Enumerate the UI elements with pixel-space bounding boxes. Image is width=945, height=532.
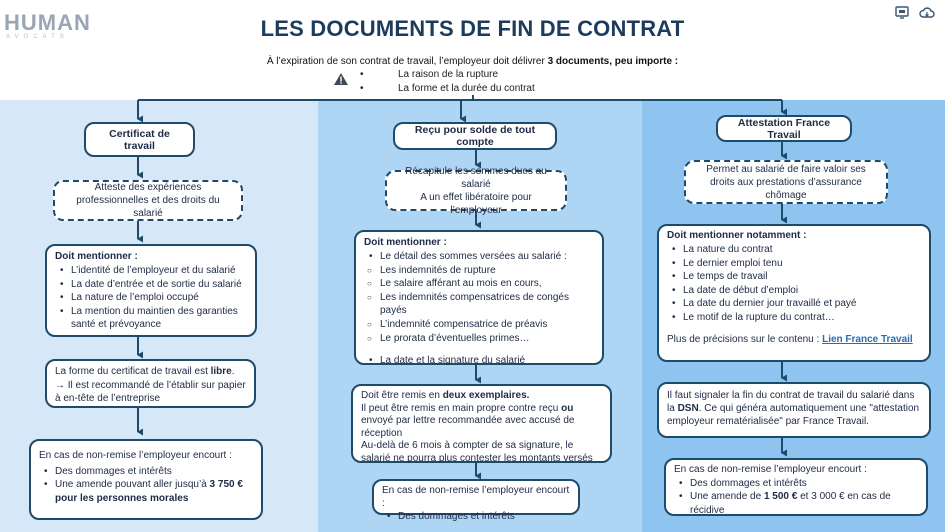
recu-remis-line1: Doit être remis en deux exemplaires. xyxy=(361,390,602,403)
list-item: Des dommages et intérêts xyxy=(674,477,918,491)
recu-header: Reçu pour solde de tout compte xyxy=(393,122,557,150)
intro-bullets: •La raison de la rupture •La forme et la… xyxy=(360,68,535,96)
list-item: Des dommages et intérêts xyxy=(382,510,570,524)
list-item: Le prorata d’éventuelles primes… xyxy=(364,332,594,346)
cloud-icon[interactable] xyxy=(919,6,935,22)
list-item: Les indemnités de rupture xyxy=(364,264,594,278)
certificat-attests-text: Atteste des expériences professionnelles… xyxy=(76,182,220,219)
toolbar-icons xyxy=(895,6,935,22)
recu-mention-list: Le détail des sommes versées au salarié … xyxy=(364,250,594,368)
intro-bullet-text: La forme et la durée du contrat xyxy=(398,83,535,94)
recu-remis-line2: Il peut être remis en main propre contre… xyxy=(361,403,602,441)
logo-sub: AVOCATS xyxy=(6,34,69,40)
certificat-forme-line1: La forme du certificat de travail est li… xyxy=(55,365,246,379)
list-item: La date de début d’emploi xyxy=(667,284,921,298)
certificat-penalty-item2-pre: Une amende pouvant aller jusqu’à xyxy=(55,479,210,491)
attestation-penalty-item2-bold: 1 500 € xyxy=(763,491,798,503)
recu-remis: Doit être remis en deux exemplaires. Il … xyxy=(351,384,612,464)
attestation-dsn-l2: . Ce qui généra automatiquement une "att… xyxy=(667,403,920,427)
page-title: LES DOCUMENTS DE FIN DE CONTRAT xyxy=(260,16,685,41)
recu-remis-bold: deux exemplaires. xyxy=(442,390,530,401)
certificat-forme-pre: La forme du certificat de travail est xyxy=(55,366,211,377)
attestation-header-label: Attestation France Travail xyxy=(737,116,831,141)
list-item: Une amende pouvant aller jusqu’à 3 750 €… xyxy=(39,478,253,505)
list-item: Une amende de 1 500 € et 3 000 € en cas … xyxy=(674,490,918,517)
recu-summary-l1: Récapitule les sommes dues au salarié xyxy=(405,165,547,190)
certificat-penalty-item2-bold: 3 750 € pour les personnes morales xyxy=(55,479,243,504)
attestation-dsn-bold: DSN xyxy=(677,403,699,414)
certificat-forme: La forme du certificat de travail est li… xyxy=(45,359,256,408)
list-item: La mention du maintien des garanties san… xyxy=(55,305,247,332)
certificat-forme-bold: libre xyxy=(210,366,232,377)
attestation-penalty-list: Des dommages et intérêts Une amende de 1… xyxy=(674,477,918,518)
certificat-mention: Doit mentionner : L’identité de l’employ… xyxy=(45,244,257,337)
recu-mention: Doit mentionner : Le détail des sommes v… xyxy=(354,230,604,368)
attestation-mention-title: Doit mentionner notamment : xyxy=(667,230,807,241)
intro-text: À l’expiration de son contrat de travail… xyxy=(0,56,945,67)
certificat-penalty-list: Des dommages et intérêts Une amende pouv… xyxy=(39,465,253,506)
attestation-mention-list: La nature du contrat Le dernier emploi t… xyxy=(667,243,921,325)
certificat-attests: Atteste des expériences professionnelles… xyxy=(53,180,243,221)
attestation-penalty-item2-pre: Une amende de xyxy=(690,491,764,503)
recu-penalty-title: En cas de non-remise l’employeur encourt… xyxy=(382,485,570,509)
recu-remis-line3: Au-delà de 6 mois à compter de sa signat… xyxy=(361,440,593,464)
attestation-penalty-title: En cas de non-remise l’employeur encourt… xyxy=(674,464,867,475)
recu-penalty-list: Des dommages et intérêts xyxy=(382,510,570,524)
intro-post: : xyxy=(672,56,679,67)
recu-remis-l2-post: envoyé par lettre recommandée avec accus… xyxy=(361,415,575,439)
attestation-more-pre: Plus de précisions sur le contenu : xyxy=(667,333,823,345)
recu-mention-title: Doit mentionner : xyxy=(364,237,447,248)
certificat-mention-list: L’identité de l’employeur et du salarié … xyxy=(55,264,247,332)
logo: HUMAN AVOCATS xyxy=(4,10,91,41)
attestation-allows: Permet au salarié de faire valoir ses dr… xyxy=(684,160,888,204)
certificat-forme-line2: → Il est recommandé de l’établir sur pap… xyxy=(55,379,246,405)
intro-bullet: •La raison de la rupture xyxy=(360,69,499,80)
recu-remis-pre: Doit être remis en xyxy=(361,390,443,401)
attestation-allows-text: Permet au salarié de faire valoir ses dr… xyxy=(706,163,866,201)
intro-bullet: •La forme et la durée du contrat xyxy=(360,83,535,94)
list-item: L’identité de l’employeur et du salarié xyxy=(55,264,247,278)
certificat-header-label: Certificat de travail xyxy=(109,127,170,152)
list-item: La date du dernier jour travaillé et pay… xyxy=(667,297,921,311)
recu-summary-l2: A un effet libératoire pour l’employeur xyxy=(420,191,532,216)
recu-remis-l2-bold: ou xyxy=(561,402,574,414)
attestation-penalty: En cas de non-remise l’employeur encourt… xyxy=(664,458,928,516)
list-item: La nature de l’emploi occupé xyxy=(55,291,247,305)
certificat-forme-post: . xyxy=(231,366,235,377)
list-item: L’indemnité compensatrice de préavis xyxy=(364,318,594,332)
list-item: Le motif de la rupture du contrat… xyxy=(667,311,921,325)
intro-bold: 3 documents, peu importe xyxy=(547,56,673,67)
recu-summary: Récapitule les sommes dues au salarié A … xyxy=(385,166,567,216)
recu-penalty: En cas de non-remise l’employeur encourt… xyxy=(372,479,580,523)
attestation-dsn-l1: Il faut signaler la fin du contrat de tr… xyxy=(667,390,915,414)
list-item: Des dommages et intérêts xyxy=(39,465,253,479)
recu-header-label: Reçu pour solde de tout compte xyxy=(414,124,536,148)
list-item: Le temps de travail xyxy=(667,270,921,284)
screen-icon[interactable] xyxy=(895,6,909,22)
list-item: Le dernier emploi tenu xyxy=(667,257,921,271)
list-item: La nature du contrat xyxy=(667,243,921,257)
list-item: Les indemnités compensatrices de congés … xyxy=(364,291,594,318)
france-travail-link[interactable]: Lien France Travail xyxy=(822,333,913,345)
intro-bullet-text: La raison de la rupture xyxy=(398,69,499,80)
warning-icon xyxy=(334,73,348,85)
recu-remis-l2-pre: Il peut être remis en main propre contre… xyxy=(361,402,562,414)
certificat-mention-title: Doit mentionner : xyxy=(55,251,138,262)
attestation-mention: Doit mentionner notamment : La nature du… xyxy=(657,224,931,362)
top-banner: HUMAN AVOCATS LES DOCUMENTS DE FIN DE CO… xyxy=(0,0,945,100)
list-item: Le détail des sommes versées au salarié … xyxy=(364,250,594,264)
list-item: La date et la signature du salarié xyxy=(364,354,594,368)
attestation-penalty-item2-post: et 3 000 € en cas de récidive xyxy=(690,491,891,516)
list-item: La date d’entrée et de sortie du salarié xyxy=(55,278,247,292)
certificat-penalty: En cas de non-remise l’employeur encourt… xyxy=(29,439,263,520)
certificat-header: Certificat de travail xyxy=(84,122,195,157)
attestation-more: Plus de précisions sur le contenu : Lien… xyxy=(667,334,921,345)
attestation-dsn: Il faut signaler la fin du contrat de tr… xyxy=(657,382,931,438)
intro-pre: À l’expiration de son contrat de travail… xyxy=(266,56,548,67)
logo-main: HUMAN xyxy=(4,10,91,35)
certificat-penalty-title: En cas de non-remise l’employeur encourt… xyxy=(39,450,232,461)
list-item: Le salaire afférant au mois en cours, xyxy=(364,277,594,291)
attestation-header: Attestation France Travail xyxy=(716,115,852,142)
